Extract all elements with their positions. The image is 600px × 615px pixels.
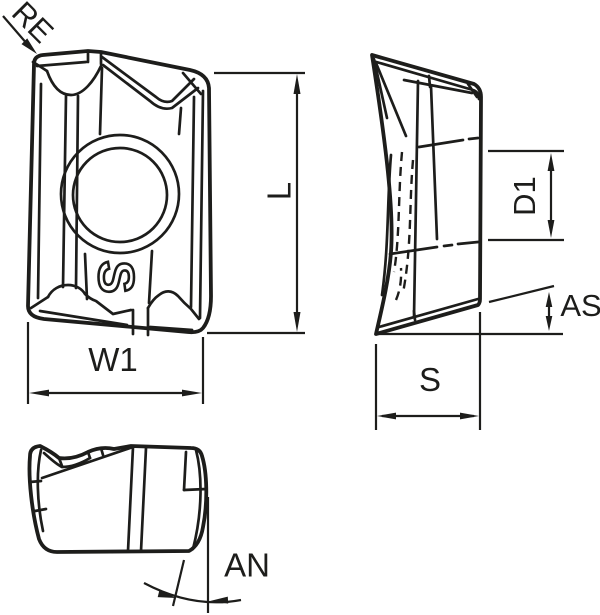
hidden-hole-line [401, 159, 415, 294]
label-s: S [419, 361, 441, 398]
front-bottom-wave [46, 283, 133, 316]
side-outline [370, 53, 483, 336]
side-view [370, 53, 483, 336]
label-w1: W1 [88, 341, 138, 378]
front-outline [26, 49, 213, 335]
label-an: AN [224, 547, 270, 584]
hidden-hole-line [392, 151, 404, 273]
re-arrowhead [21, 38, 37, 54]
center-hole-outer [59, 133, 181, 255]
dimension-as: AS [377, 284, 600, 336]
center-hole-inner [71, 146, 169, 244]
label-l: L [261, 182, 298, 200]
dimension-d1: D1 [488, 149, 564, 242]
label-re: RE [5, 0, 60, 50]
label-d1: D1 [507, 176, 542, 216]
front-view: S [26, 49, 213, 337]
hidden-hole-line [394, 267, 403, 301]
front-top-wave [45, 64, 103, 97]
dimension-s: S [374, 312, 482, 430]
bottom-cutting-edge [40, 445, 135, 480]
dimension-an: AN [143, 497, 270, 613]
bottom-view [27, 444, 209, 554]
dimension-w1: W1 [26, 322, 205, 404]
brand-logo-s: S [88, 260, 144, 293]
dimension-l: L [207, 71, 305, 335]
bottom-outline [27, 444, 209, 554]
dimension-re: RE [2, 0, 60, 54]
label-as: AS [560, 288, 600, 323]
